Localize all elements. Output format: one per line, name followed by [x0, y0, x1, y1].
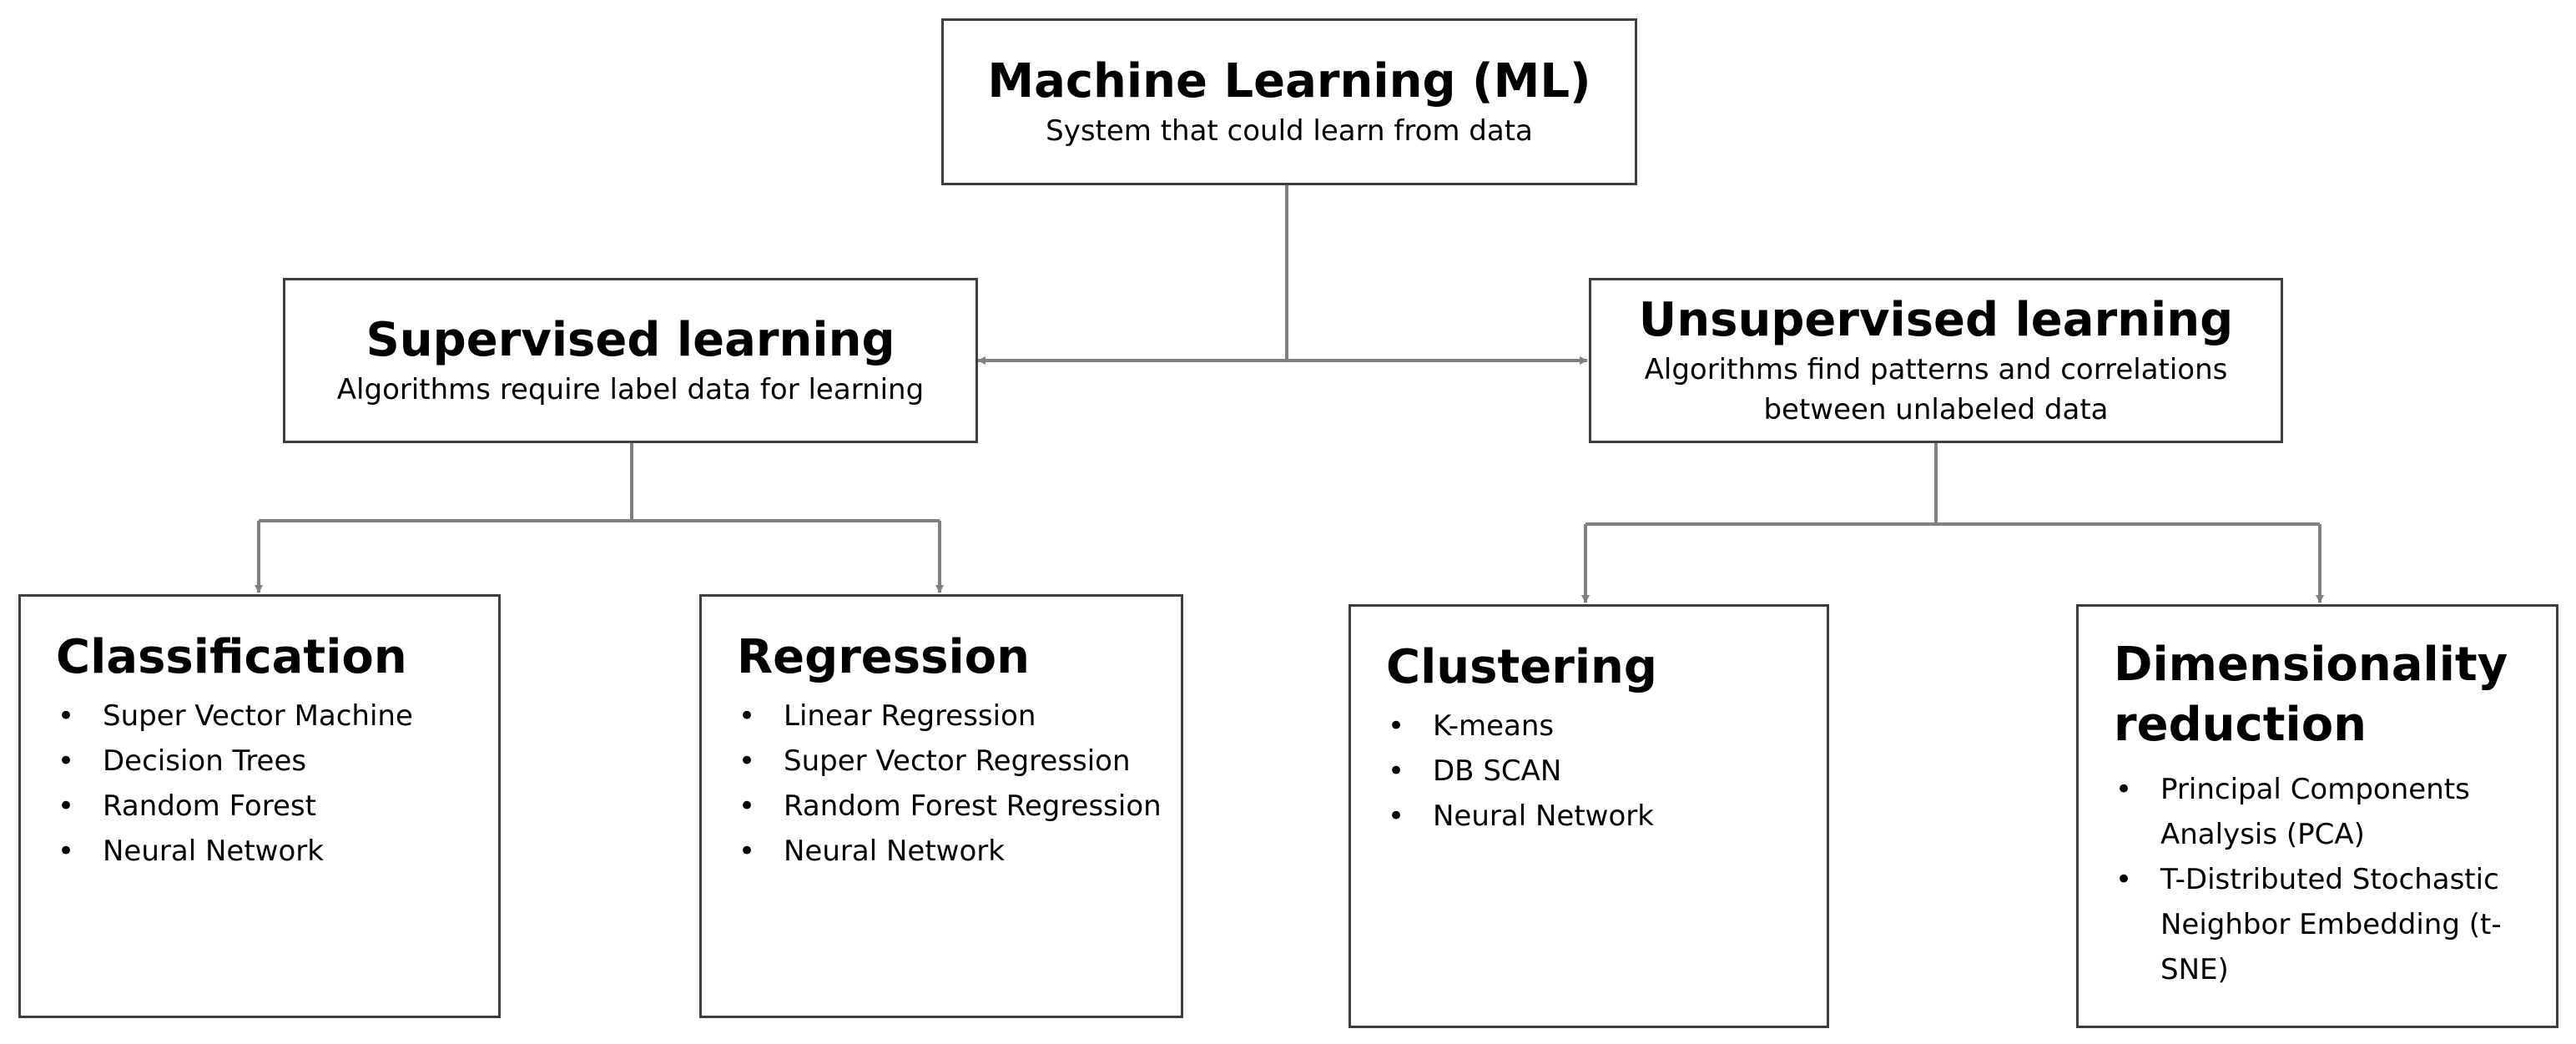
bullet-icon: • — [739, 699, 756, 733]
unsupervised-learning-title: Unsupervised learning — [1638, 293, 2234, 347]
list-item: • Super Vector Regression — [737, 739, 1164, 784]
bullet-icon: • — [58, 744, 75, 778]
list-item-label: Random Forest — [103, 789, 316, 823]
list-item: • Super Vector Machine — [56, 693, 481, 739]
list-item-label: Super Vector Regression — [784, 744, 1131, 778]
supervised-learning-title: Supervised learning — [365, 313, 895, 367]
list-item-label: Neural Network — [103, 835, 324, 868]
supervised-learning-box: Supervised learning Algorithms require l… — [283, 278, 978, 443]
bullet-icon: • — [739, 835, 756, 868]
list-item: • Decision Trees — [56, 739, 481, 784]
bullet-icon: • — [739, 789, 756, 823]
bullet-icon: • — [1388, 709, 1405, 743]
list-item-label: Random Forest Regression — [784, 789, 1162, 823]
list-item-label: Neural Network — [784, 835, 1005, 868]
list-item: • Linear Regression — [737, 693, 1164, 739]
bullet-icon: • — [58, 699, 75, 733]
dimensionality-reduction-box: Dimensionality reduction • Principal Comp… — [2076, 604, 2558, 1028]
unsupervised-learning-box: Unsupervised learning Algorithms find pa… — [1589, 278, 2283, 443]
clustering-title: Clustering — [1386, 640, 1658, 694]
bullet-icon: • — [739, 744, 756, 778]
list-item: • T-Distributed Stochastic Neighbor Embed… — [2114, 857, 2539, 992]
list-item-label: Neural Network — [1433, 799, 1654, 833]
clustering-list: • K-means • DB SCAN • Neural Network — [1386, 704, 1810, 839]
classification-list: • Super Vector Machine • Decision Trees • R… — [56, 693, 481, 874]
ml-root-subtitle: System that could learn from data — [1046, 114, 1533, 148]
ml-root-title: Machine Learning (ML) — [987, 54, 1591, 108]
list-item: • Random Forest Regression — [737, 784, 1164, 829]
list-item: • DB SCAN — [1386, 749, 1810, 794]
list-item-label: Decision Trees — [103, 744, 307, 778]
list-item-label: T-Distributed Stochastic Neighbor Embedd… — [2160, 863, 2502, 986]
unsupervised-learning-subtitle-line-2: between unlabeled data — [1763, 393, 2109, 426]
list-item-label: Linear Regression — [784, 699, 1036, 733]
list-item: • Neural Network — [56, 829, 481, 874]
bullet-icon: • — [2115, 863, 2133, 896]
bullet-icon: • — [2115, 773, 2133, 806]
list-item-label: Super Vector Machine — [103, 699, 413, 733]
list-item: • Principal Components Analysis (PCA) — [2114, 767, 2539, 857]
ml-root-box: Machine Learning (ML) System that could … — [941, 18, 1637, 185]
classification-box: Classification • Super Vector Machine • De… — [18, 594, 501, 1018]
dimensionality-reduction-title: Dimensionality reduction — [2114, 638, 2508, 752]
list-item: • Neural Network — [737, 829, 1164, 874]
bullet-icon: • — [58, 835, 75, 868]
dimensionality-reduction-list: • Principal Components Analysis (PCA) • T-… — [2114, 767, 2539, 992]
bullet-icon: • — [58, 789, 75, 823]
clustering-box: Clustering • K-means • DB SCAN • Neural Net… — [1348, 604, 1829, 1028]
unsupervised-learning-subtitle-line-1: Algorithms find patterns and correlation… — [1644, 353, 2228, 386]
supervised-learning-subtitle: Algorithms require label data for learni… — [336, 373, 925, 406]
list-item-label: Principal Components Analysis (PCA) — [2160, 773, 2470, 851]
classification-title: Classification — [56, 630, 407, 684]
list-item: • Neural Network — [1386, 794, 1810, 839]
regression-list: • Linear Regression • Super Vector Regress… — [737, 693, 1164, 874]
bullet-icon: • — [1388, 799, 1405, 833]
list-item-label: K-means — [1433, 709, 1555, 743]
regression-box: Regression • Linear Regression • Super Vec… — [699, 594, 1183, 1018]
list-item: • K-means — [1386, 704, 1810, 749]
regression-title: Regression — [737, 630, 1030, 684]
bullet-icon: • — [1388, 754, 1405, 788]
list-item-label: DB SCAN — [1433, 754, 1562, 788]
list-item: • Random Forest — [56, 784, 481, 829]
